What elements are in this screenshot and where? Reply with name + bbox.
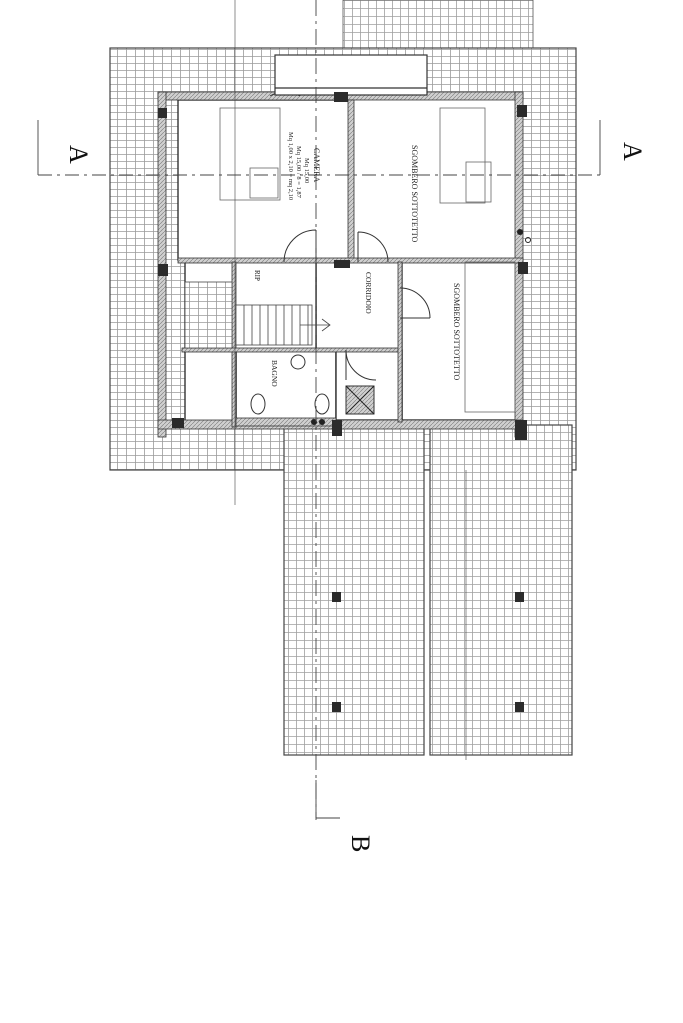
section-marker-b: B bbox=[346, 835, 375, 852]
room-sgombero-top bbox=[352, 94, 522, 261]
columns bbox=[158, 92, 528, 712]
balcony bbox=[274, 54, 428, 96]
sink-icon bbox=[290, 354, 306, 370]
section-marker-a-right: A bbox=[618, 142, 647, 161]
room-corridoio bbox=[315, 259, 403, 351]
bathroom-fixtures bbox=[250, 354, 375, 415]
label-sgombero-top: SGOMBERO SOTTOTETTO bbox=[410, 145, 419, 242]
room-small bbox=[184, 349, 237, 426]
markers bbox=[311, 229, 531, 425]
toilet-icon bbox=[250, 393, 266, 415]
section-marker-a-left: A bbox=[64, 145, 93, 164]
doors bbox=[269, 91, 431, 381]
interior bbox=[177, 94, 522, 426]
bidet-icon bbox=[314, 393, 330, 415]
label-corridoio: CORRIDOIO bbox=[364, 272, 373, 314]
furniture-outlines bbox=[219, 107, 516, 413]
room-camera bbox=[177, 99, 354, 261]
label-camera-note-1: Mq 15,00 bbox=[303, 158, 310, 183]
label-bagno: BAGNO bbox=[270, 360, 279, 387]
label-rip: RIP bbox=[253, 270, 261, 281]
label-camera-note-3: Mq 1,00 x 2,10 = mq 2,10 bbox=[287, 132, 294, 200]
section-lines bbox=[37, 0, 601, 820]
staircase bbox=[184, 281, 331, 349]
label-camera-note-2: Mq 15,00 / 8 = 1,87 bbox=[295, 146, 302, 199]
label-sgombero-bottom: SGOMBERO SOTTOTETTO bbox=[452, 283, 461, 380]
label-camera: CAMERA bbox=[312, 148, 321, 182]
